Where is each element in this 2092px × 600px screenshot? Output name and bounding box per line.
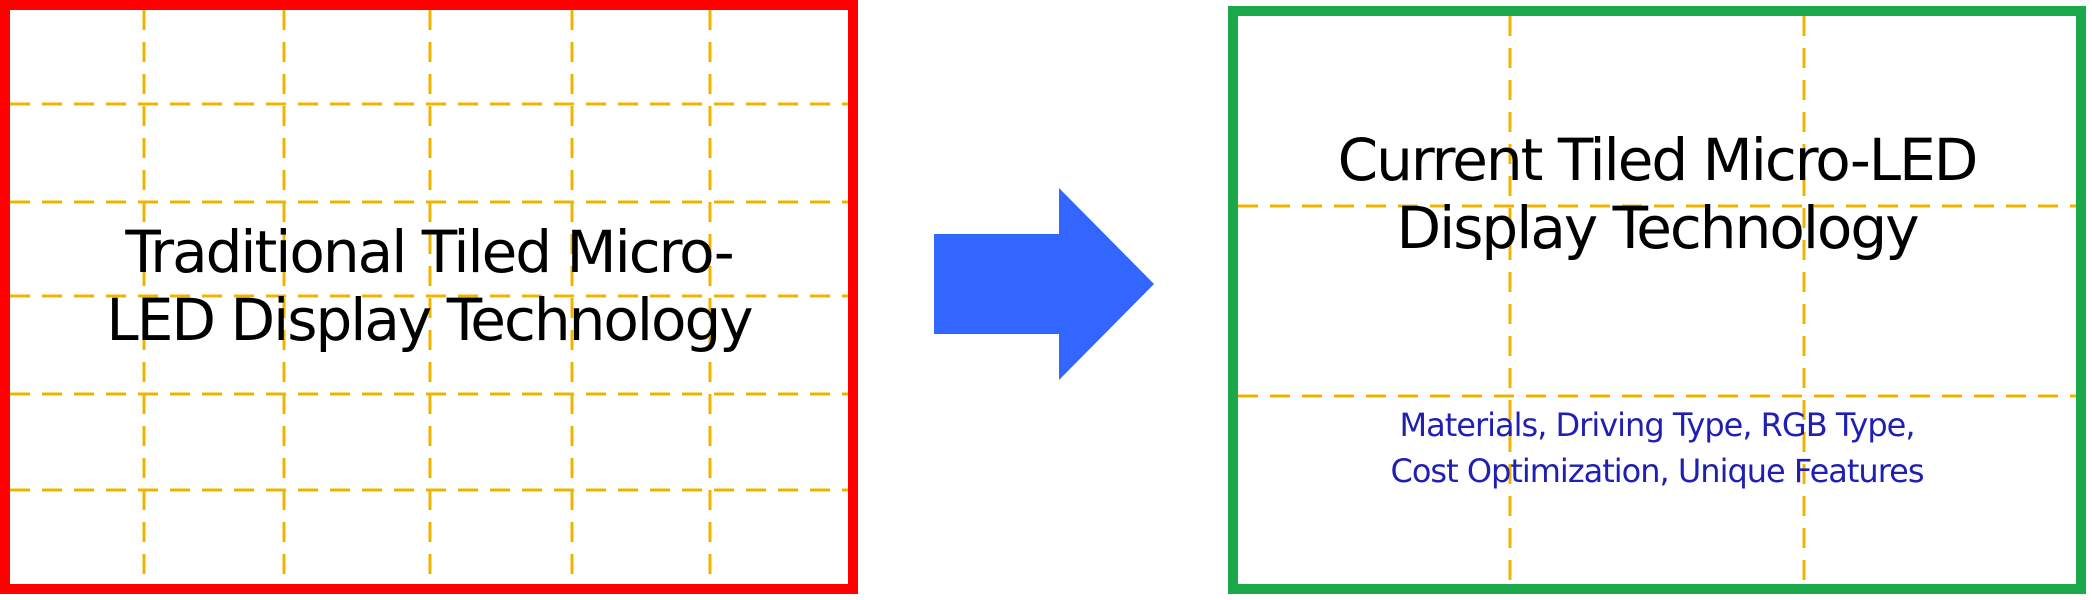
current-panel-title: Current Tiled Micro-LED Display Technolo… (1238, 126, 2076, 263)
traditional-tile-grid (10, 10, 848, 584)
traditional-panel-title: Traditional Tiled Micro- LED Display Tec… (10, 218, 848, 355)
current-features-line-2: Cost Optimization, Unique Features (1390, 452, 1925, 491)
current-tile-grid (1238, 16, 2076, 584)
current-title-line-2: Display Technology (1396, 194, 1919, 263)
traditional-title-line-2: LED Display Technology (106, 286, 753, 355)
traditional-tiled-display-panel: Traditional Tiled Micro- LED Display Tec… (0, 0, 858, 594)
traditional-title-line-1: Traditional Tiled Micro- (125, 218, 734, 286)
right-arrow-icon (934, 188, 1154, 380)
current-panel-features: Materials, Driving Type, RGB Type, Cost … (1238, 402, 2076, 495)
current-title-line-1: Current Tiled Micro-LED (1337, 126, 1979, 194)
current-features-line-1: Materials, Driving Type, RGB Type, (1399, 406, 1916, 444)
current-tiled-display-panel: Current Tiled Micro-LED Display Technolo… (1228, 6, 2086, 594)
